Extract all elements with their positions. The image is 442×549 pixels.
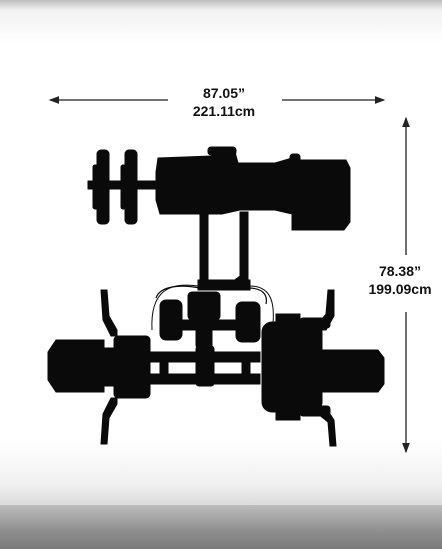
guard-arc-left (151, 284, 199, 331)
height-dimension-label: 78.38” 199.09cm (355, 262, 442, 298)
width-centimeters: 221.11cm (192, 103, 256, 119)
width-inches: 87.05” (202, 85, 246, 101)
height-centimeters: 199.09cm (368, 281, 432, 297)
top-shadow (0, 0, 442, 10)
width-dimension-label: 87.05” 221.11cm (174, 84, 274, 120)
height-inches: 78.38” (378, 263, 422, 279)
floor-strip (0, 505, 442, 549)
top-bench-section (87, 146, 351, 231)
bottom-base-section (47, 289, 385, 447)
center-frame (197, 209, 251, 291)
arm-handles (155, 285, 267, 349)
guard-arc-right (249, 285, 274, 333)
